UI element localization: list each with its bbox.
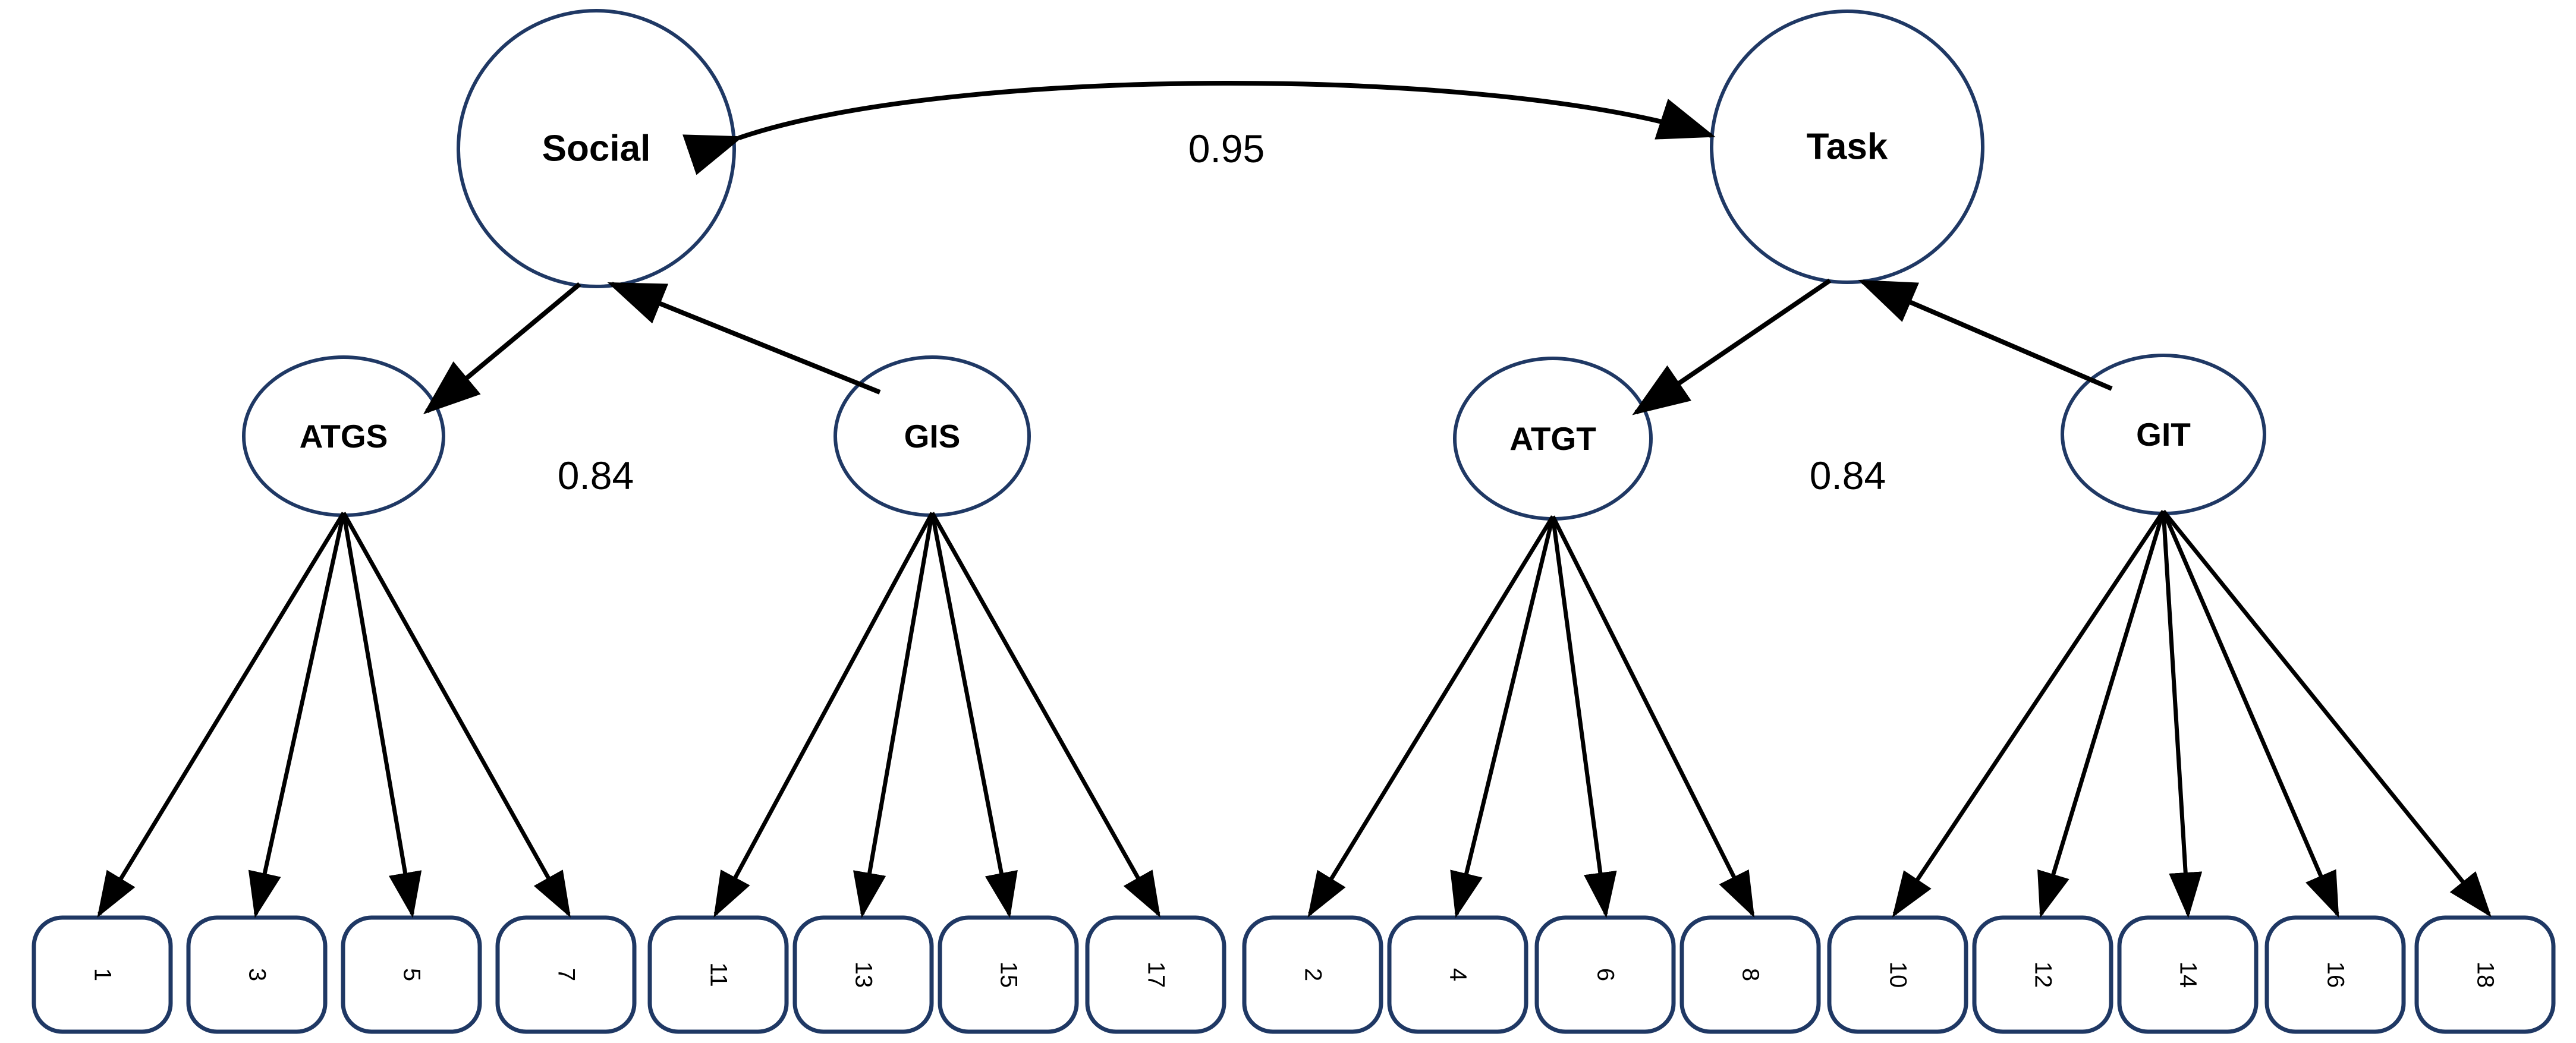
indicator-box[interactable] bbox=[1085, 915, 1226, 1034]
indicator-box[interactable] bbox=[1242, 915, 1383, 1034]
indicator-loading-arrow bbox=[2037, 510, 2166, 918]
subfactor-ellipse-gis[interactable] bbox=[833, 355, 1031, 517]
indicator-box[interactable] bbox=[2117, 915, 2259, 1034]
path-gis-social bbox=[607, 282, 881, 395]
indicator-loading-arrow bbox=[97, 512, 345, 918]
indicator-loading-arrow bbox=[930, 512, 1160, 918]
indicator-loading-arrow bbox=[341, 512, 422, 918]
indicator-loading-arrow bbox=[1550, 516, 1617, 918]
factor-loading-paths bbox=[423, 278, 2113, 415]
indicator-loading-arrow bbox=[930, 512, 1018, 918]
indicator-box[interactable] bbox=[32, 915, 173, 1034]
indicator-loading-arrow bbox=[713, 512, 935, 918]
indicator-box[interactable] bbox=[341, 915, 482, 1034]
subfactor-shapes bbox=[242, 354, 2266, 521]
indicator-loading-arrow bbox=[1450, 516, 1555, 918]
indicator-loading-arrow bbox=[2161, 511, 2203, 918]
indicator-loading-paths bbox=[97, 509, 2492, 918]
path-social-atgs bbox=[423, 282, 581, 415]
indicator-box[interactable] bbox=[1534, 915, 1676, 1034]
factor-ellipse-social[interactable] bbox=[457, 9, 736, 288]
factor-shapes bbox=[457, 9, 1984, 288]
subfactor-ellipse-atgt[interactable] bbox=[1453, 357, 1653, 521]
indicator-box[interactable] bbox=[792, 915, 934, 1034]
indicator-box[interactable] bbox=[1387, 915, 1528, 1034]
indicator-box[interactable] bbox=[1972, 915, 2113, 1034]
subfactor-ellipse-atgs[interactable] bbox=[242, 355, 445, 517]
indicator-boxes bbox=[32, 915, 2556, 1034]
indicator-loading-arrow bbox=[853, 512, 935, 918]
indicator-box[interactable] bbox=[2264, 915, 2406, 1034]
indicator-loading-arrow bbox=[1892, 510, 2165, 918]
path-git-task bbox=[1858, 279, 2113, 391]
covariance-arc-social-task bbox=[682, 81, 1716, 175]
indicator-loading-arrow bbox=[2162, 509, 2492, 918]
indicator-box[interactable] bbox=[647, 915, 789, 1034]
indicator-box[interactable] bbox=[1679, 915, 1821, 1034]
indicator-box[interactable] bbox=[938, 915, 1079, 1034]
indicator-loading-arrow bbox=[2161, 510, 2339, 918]
indicator-loading-arrow bbox=[248, 512, 346, 918]
indicator-loading-arrow bbox=[1307, 515, 1555, 918]
factor-ellipse-task[interactable] bbox=[1710, 10, 1984, 284]
indicator-box[interactable] bbox=[2414, 915, 2556, 1034]
indicator-box[interactable] bbox=[186, 915, 328, 1034]
indicator-loading-arrow bbox=[341, 512, 571, 918]
indicator-loading-arrow bbox=[1550, 515, 1755, 918]
indicator-box[interactable] bbox=[495, 915, 637, 1034]
indicator-box[interactable] bbox=[1827, 915, 1968, 1034]
path-task-atgt bbox=[1632, 278, 1832, 415]
